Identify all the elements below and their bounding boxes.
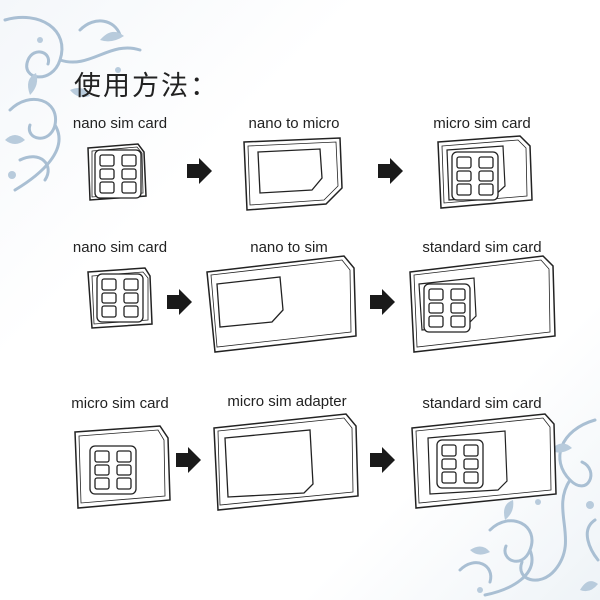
- nano-sim-card: [87, 267, 153, 329]
- step-label: nano to sim: [250, 239, 328, 256]
- step-label: standard sim card: [422, 395, 542, 412]
- step-label: micro sim adapter: [227, 393, 347, 410]
- standard-sim-card: [409, 255, 556, 353]
- micro-sim-adapter: [213, 413, 359, 511]
- right-arrow-icon: [370, 447, 395, 473]
- nano-sim-card: [87, 143, 147, 201]
- step-label: nano to micro: [248, 115, 340, 132]
- step-label: micro sim card: [71, 395, 169, 412]
- nano-to-sim-adapter: [206, 255, 357, 353]
- step-label: nano sim card: [72, 115, 168, 132]
- right-arrow-icon: [187, 158, 212, 184]
- step-label: nano sim card: [72, 239, 168, 256]
- nano-to-micro-adapter: [243, 137, 343, 211]
- right-arrow-icons: [167, 158, 403, 473]
- right-arrow-icon: [378, 158, 403, 184]
- micro-sim-card: [437, 135, 533, 209]
- right-arrow-icon: [370, 289, 395, 315]
- step-label: micro sim card: [433, 115, 531, 132]
- right-arrow-icon: [167, 289, 192, 315]
- standard-sim-card: [411, 413, 557, 509]
- right-arrow-icon: [176, 447, 201, 473]
- micro-sim-card: [74, 425, 171, 509]
- page-title: 使用方法：: [74, 71, 219, 102]
- step-label: standard sim card: [422, 239, 542, 256]
